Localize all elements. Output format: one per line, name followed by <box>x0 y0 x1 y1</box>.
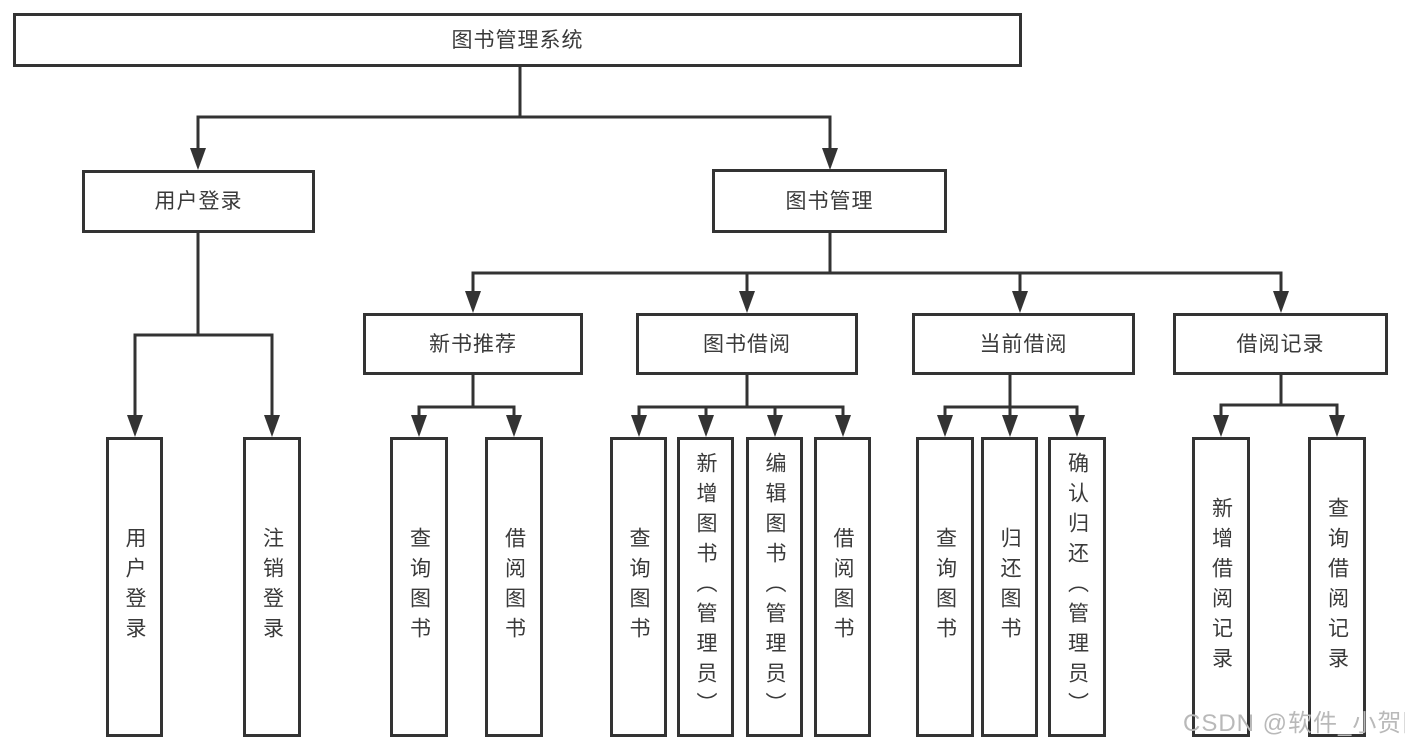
diagram-node-new-book-recommend: 新书推荐 <box>363 313 583 375</box>
node-label-leaf-edit-book-admin: 编辑图书（管理员） <box>763 452 786 722</box>
node-label-current-borrowing: 当前借阅 <box>979 332 1068 356</box>
diagram-node-leaf-query-book-3: 查询图书 <box>916 437 974 737</box>
node-label-root: 图书管理系统 <box>451 28 584 52</box>
diagram-node-book-management: 图书管理 <box>712 169 947 233</box>
node-label-leaf-add-book-admin: 新增图书（管理员） <box>694 452 717 722</box>
node-label-leaf-query-book-1: 查询图书 <box>407 527 431 647</box>
node-label-user-login: 用户登录 <box>154 190 243 213</box>
diagram-node-leaf-borrow-book-1: 借阅图书 <box>485 437 543 737</box>
node-label-book-management: 图书管理 <box>785 189 874 213</box>
node-label-leaf-query-book-2: 查询图书 <box>627 527 650 647</box>
node-label-leaf-borrow-book-1: 借阅图书 <box>502 527 526 647</box>
watermark: CSDN @软件_小贺同学 <box>1183 710 1405 737</box>
diagram-node-leaf-query-borrow-rec: 查询借阅记录 <box>1308 437 1366 737</box>
diagram-node-leaf-query-book-1: 查询图书 <box>390 437 448 737</box>
diagram-node-user-login: 用户登录 <box>82 170 315 233</box>
diagram-node-root: 图书管理系统 <box>13 13 1022 67</box>
node-label-leaf-borrow-book-2: 借阅图书 <box>831 527 854 647</box>
node-label-borrowing-records: 借阅记录 <box>1236 332 1325 356</box>
node-label-leaf-query-book-3: 查询图书 <box>933 527 957 647</box>
diagram-node-leaf-logout: 注销登录 <box>243 437 301 737</box>
node-label-leaf-add-borrow-rec: 新增借阅记录 <box>1209 497 1233 677</box>
node-label-leaf-return-book: 归还图书 <box>998 527 1021 647</box>
diagram-node-leaf-user-login: 用户登录 <box>106 437 163 737</box>
diagram-node-book-borrowing: 图书借阅 <box>636 313 858 375</box>
node-label-leaf-query-borrow-rec: 查询借阅记录 <box>1325 497 1349 677</box>
diagram-node-leaf-add-book-admin: 新增图书（管理员） <box>677 437 734 737</box>
diagram-node-current-borrowing: 当前借阅 <box>912 313 1135 375</box>
diagram-node-leaf-add-borrow-rec: 新增借阅记录 <box>1192 437 1250 737</box>
diagram-node-leaf-return-book: 归还图书 <box>981 437 1038 737</box>
diagram-node-leaf-edit-book-admin: 编辑图书（管理员） <box>746 437 803 737</box>
diagram-node-leaf-borrow-book-2: 借阅图书 <box>814 437 871 737</box>
node-label-leaf-logout: 注销登录 <box>260 527 284 647</box>
node-label-leaf-user-login: 用户登录 <box>123 527 146 647</box>
diagram-node-leaf-query-book-2: 查询图书 <box>610 437 667 737</box>
node-label-new-book-recommend: 新书推荐 <box>429 332 517 356</box>
diagram-node-leaf-confirm-return: 确认归还（管理员） <box>1048 437 1106 737</box>
diagram-node-borrowing-records: 借阅记录 <box>1173 313 1388 375</box>
node-label-leaf-confirm-return: 确认归还（管理员） <box>1065 452 1089 722</box>
node-label-book-borrowing: 图书借阅 <box>703 332 791 356</box>
